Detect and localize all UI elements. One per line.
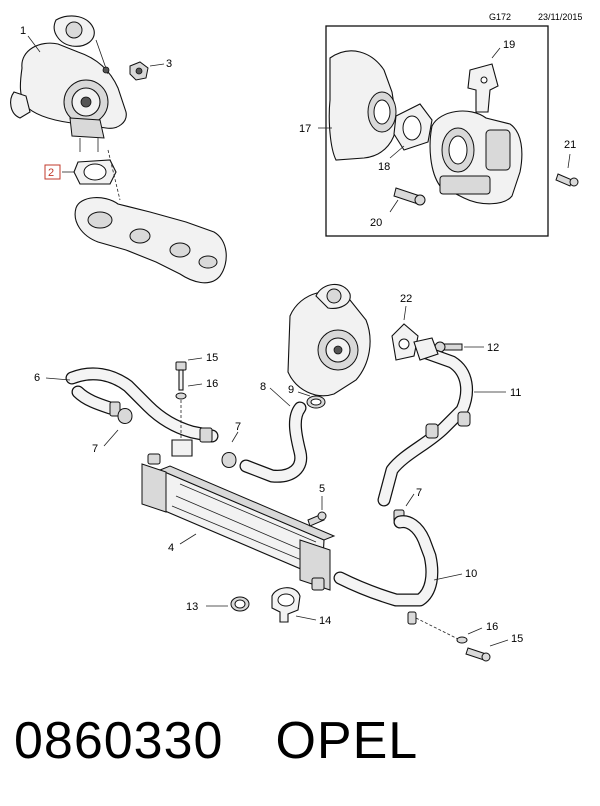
intercooler-hose <box>239 401 308 483</box>
detail-inset <box>325 25 549 237</box>
washer <box>175 392 187 400</box>
bolt <box>555 173 579 187</box>
charge-pipe <box>377 337 474 507</box>
bolt <box>393 187 426 206</box>
hose-clamp <box>230 596 250 612</box>
brand-name: OPEL <box>275 712 419 770</box>
callout-1: 1 <box>20 25 26 37</box>
callout-5: 5 <box>319 483 325 495</box>
callout-13: 13 <box>186 601 198 613</box>
flange-gasket <box>391 323 419 361</box>
callout-3: 3 <box>166 58 172 70</box>
callout-16b: 16 <box>486 621 498 633</box>
callout-18: 18 <box>378 161 390 173</box>
throttle-body <box>429 110 523 205</box>
callout-2: 2 <box>48 167 54 179</box>
washer <box>456 636 468 644</box>
callout-16a: 16 <box>206 378 218 390</box>
bracket <box>467 63 499 113</box>
callout-22: 22 <box>400 293 412 305</box>
bolt <box>307 511 327 527</box>
intake-pipe <box>65 367 219 443</box>
callout-14: 14 <box>319 615 331 627</box>
mount-bracket <box>171 439 193 457</box>
intake-housing <box>328 50 397 161</box>
hose-clamp <box>117 408 133 424</box>
callout-11: 11 <box>510 387 521 399</box>
turbocharger <box>287 283 371 397</box>
callout-21: 21 <box>564 139 576 151</box>
exhaust-manifold <box>74 197 227 284</box>
callout-9: 9 <box>288 384 294 396</box>
parts-diagram: G172 23/11/2015 1 3 2 <box>10 12 582 662</box>
callout-15a: 15 <box>206 352 218 364</box>
callout-12: 12 <box>487 342 499 354</box>
nut <box>129 61 149 81</box>
callout-10: 10 <box>465 568 477 580</box>
callout-7a: 7 <box>92 443 98 455</box>
diagram-date: 23/11/2015 <box>538 12 582 22</box>
callout-6: 6 <box>34 372 40 384</box>
catalog-footer: 0860330 OPEL <box>14 706 594 776</box>
hose-clamp <box>221 452 237 468</box>
hose-clamp <box>306 395 326 409</box>
callout-17: 17 <box>299 123 311 135</box>
throttle-gasket <box>393 103 433 151</box>
callout-20: 20 <box>370 217 382 229</box>
callout-8: 8 <box>260 381 266 393</box>
diagram-code: G172 <box>489 12 511 22</box>
callout-7b: 7 <box>235 421 241 433</box>
callout-15b: 15 <box>511 633 523 645</box>
bolt <box>465 647 491 662</box>
bolt <box>175 361 187 391</box>
gasket <box>73 159 117 185</box>
intercooler <box>141 453 336 591</box>
turbocharger <box>10 15 127 152</box>
callout-7c: 7 <box>416 487 422 499</box>
callout-4: 4 <box>168 542 174 554</box>
hose-bracket <box>271 587 301 623</box>
outlet-hose <box>333 515 439 625</box>
callout-19: 19 <box>503 39 515 51</box>
highlight-box <box>44 164 61 180</box>
part-number: 0860330 <box>14 712 224 770</box>
